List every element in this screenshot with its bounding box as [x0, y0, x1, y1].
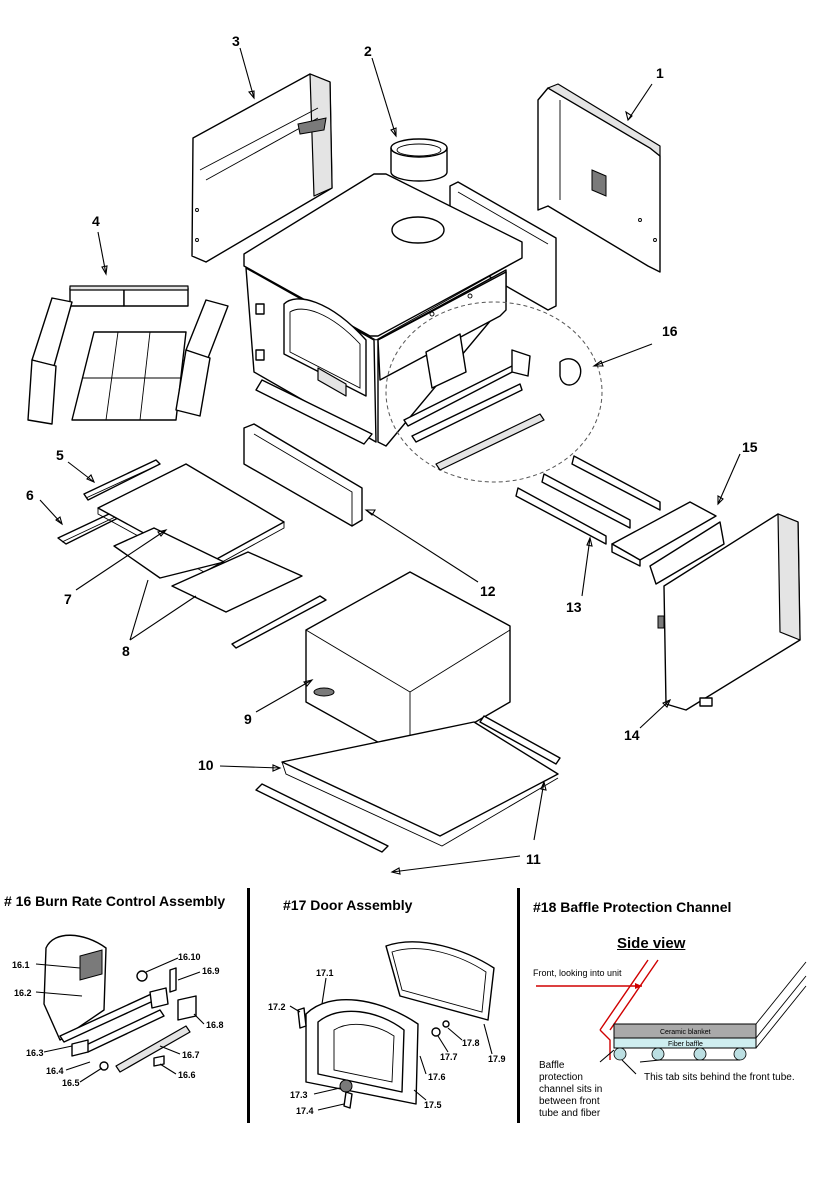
- section-divider-2: [517, 888, 520, 1123]
- burn-rate-leaders: [35, 957, 205, 1083]
- part-5-rail: [83, 459, 161, 501]
- part-10-floor-pan: [281, 721, 559, 847]
- label-17-7: 17.7: [440, 1052, 458, 1062]
- tab-note: This tab sits behind the front tube.: [644, 1072, 795, 1083]
- part-15-block: [611, 501, 725, 585]
- label-16-10: 16.10: [178, 952, 201, 962]
- part-14-side-panel: [657, 513, 801, 711]
- part-8-blanket: [113, 527, 303, 613]
- part-1-side-shield: [537, 83, 661, 273]
- door-detail-drawing: [297, 941, 495, 1109]
- label-16-4: 16.4: [46, 1066, 64, 1076]
- callout-4: 4: [92, 213, 100, 229]
- callout-15: 15: [742, 439, 758, 455]
- callout-8: 8: [122, 643, 130, 659]
- label-17-2: 17.2: [268, 1002, 286, 1012]
- callout-14: 14: [624, 727, 640, 743]
- callout-7: 7: [64, 591, 72, 607]
- part-2-flue-collar: [390, 138, 448, 182]
- callout-12: 12: [480, 583, 496, 599]
- callout-11: 11: [526, 851, 541, 867]
- label-16-9: 16.9: [202, 966, 220, 976]
- ceramic-blanket-label: Ceramic blanket: [660, 1029, 711, 1036]
- label-16-8: 16.8: [206, 1020, 224, 1030]
- callout-3: 3: [232, 33, 240, 49]
- label-16-6: 16.6: [178, 1070, 196, 1080]
- part-11-rails: [255, 715, 561, 853]
- channel-note: Baffle protection channel sits in betwee…: [539, 1060, 603, 1119]
- fiber-baffle-label: Fiber baffle: [668, 1041, 703, 1048]
- callout-6: 6: [26, 487, 34, 503]
- label-16-3: 16.3: [26, 1048, 44, 1058]
- burn-rate-detail-drawing: [43, 934, 197, 1073]
- label-17-4: 17.4: [296, 1106, 314, 1116]
- label-16-5: 16.5: [62, 1078, 80, 1088]
- side-view-heading: Side view: [617, 935, 686, 952]
- part-4-firebricks: [27, 285, 229, 425]
- part-16-detail-circle: [385, 301, 603, 483]
- label-16-7: 16.7: [182, 1050, 200, 1060]
- label-16-2: 16.2: [14, 988, 32, 998]
- door-leaders: [289, 977, 493, 1111]
- callout-2: 2: [364, 43, 372, 59]
- label-17-5: 17.5: [424, 1100, 442, 1110]
- callout-1: 1: [656, 65, 664, 81]
- label-17-1: 17.1: [316, 968, 334, 978]
- callout-16: 16: [662, 323, 678, 339]
- label-17-9: 17.9: [488, 1054, 506, 1064]
- callout-13: 13: [566, 599, 582, 615]
- callout-10: 10: [198, 757, 214, 773]
- section-divider-1: [247, 888, 250, 1123]
- baffle-channel-title: #18 Baffle Protection Channel: [533, 899, 732, 915]
- door-assembly-title: #17 Door Assembly: [283, 897, 413, 913]
- callout-9: 9: [244, 711, 252, 727]
- part-3-heat-shield: [191, 73, 333, 263]
- stove-body: [243, 173, 523, 447]
- leader-lines: [39, 47, 741, 875]
- part-12-channel: [243, 423, 363, 527]
- label-17-6: 17.6: [428, 1072, 446, 1082]
- callout-5: 5: [56, 447, 64, 463]
- burn-rate-title: # 16 Burn Rate Control Assembly: [4, 893, 226, 909]
- label-17-3: 17.3: [290, 1090, 308, 1100]
- part-13-tubes: [515, 455, 661, 545]
- baffle-side-view-drawing: [536, 959, 807, 1075]
- front-label: Front, looking into unit: [533, 968, 622, 978]
- label-16-1: 16.1: [12, 960, 30, 970]
- label-17-8: 17.8: [462, 1038, 480, 1048]
- small-rail: [231, 595, 327, 649]
